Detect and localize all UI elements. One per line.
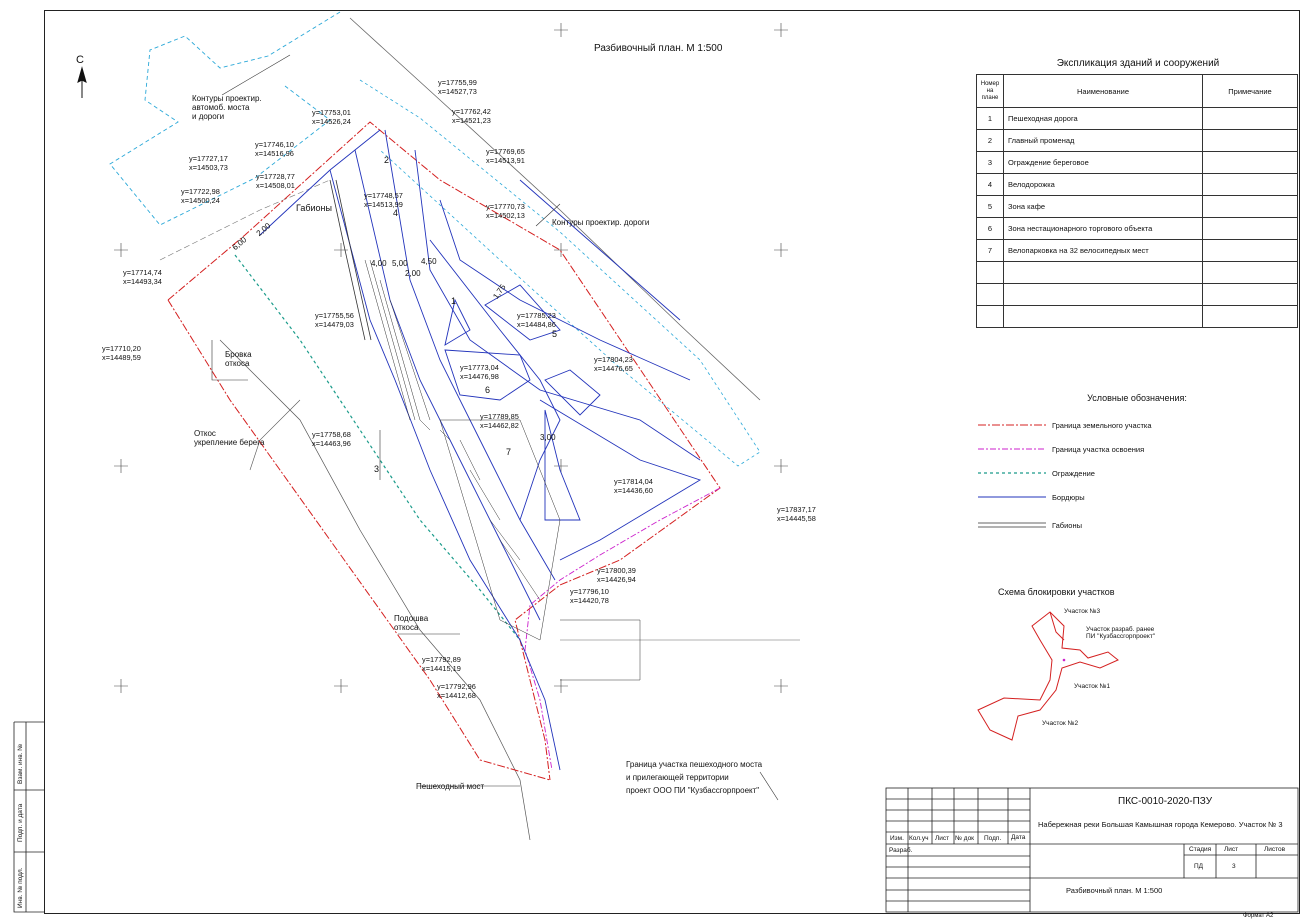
zone-number: 6 xyxy=(485,385,491,395)
legend-item: Граница земельного участка xyxy=(1052,421,1152,430)
header-note: Примечание xyxy=(1202,74,1298,108)
doc-code: ПКС-0010-2020-ПЗУ xyxy=(1118,796,1213,807)
label-footbridge-boundary: Граница участка пешеходного моста и прил… xyxy=(626,760,763,795)
zone-number: 2 xyxy=(384,155,390,165)
label-toe: Подошва откоса xyxy=(394,614,429,632)
sheet-frame xyxy=(44,10,1300,914)
dimension: 5,00 xyxy=(392,259,408,268)
label-footbridge: Пешеходный мост xyxy=(416,782,485,791)
dimension: 3,00 xyxy=(540,433,556,442)
scheme-label-plot1: Участок №1 xyxy=(1074,683,1111,690)
legend-title: Условные обозначения: xyxy=(1087,393,1187,403)
dimension: 2,00 xyxy=(405,269,421,278)
dimension: 4,00 xyxy=(371,259,387,268)
explication-table: Номер на плане Наименование Примечание 1… xyxy=(976,74,1298,328)
header-name: Наименование xyxy=(1003,74,1203,108)
sheet-title: Разбивочный план. М 1:500 xyxy=(1066,886,1163,895)
legend-item: Габионы xyxy=(1052,521,1082,530)
label-bridge-contours: Контуры проектир. автомоб. моста и дорог… xyxy=(192,94,262,121)
table-header: Номер на плане Наименование Примечание xyxy=(976,74,1298,108)
table-row-empty xyxy=(976,305,1298,328)
label-brow: Бровка откоса xyxy=(225,350,252,368)
project-name: Набережная реки Большая Камышная города … xyxy=(1038,820,1283,829)
format-label: Формат А2 xyxy=(1243,913,1274,919)
header-num: Номер на плане xyxy=(976,74,1004,108)
dimension: 4,50 xyxy=(421,257,437,266)
legend-item: Бордюры xyxy=(1052,493,1085,502)
grid-crosses xyxy=(114,23,788,693)
scheme-label-plot2: Участок №2 xyxy=(1042,720,1079,727)
label-slope: Откос укрепление берега xyxy=(194,429,265,447)
scheme-title: Схема блокировки участков xyxy=(998,587,1115,597)
zone-number: 7 xyxy=(506,447,512,457)
zone-number: 5 xyxy=(552,329,558,339)
explication-title: Экспликация зданий и сооружений xyxy=(1056,58,1220,69)
zone-number: 4 xyxy=(393,208,399,218)
plan-title: Разбивочный план. М 1:500 xyxy=(594,43,723,54)
label-gabions: Габионы xyxy=(296,203,332,213)
scheme-label-dev: Участок разраб. ранее xyxy=(1086,626,1155,633)
table-row-empty xyxy=(976,283,1298,306)
legend-item: Граница участка освоения xyxy=(1052,445,1145,454)
table-row-empty xyxy=(976,261,1298,284)
side-label-sign: Подп. и дата xyxy=(17,803,24,842)
label-road-contours: Контуры проектир. дороги xyxy=(552,218,650,227)
side-label-inv: Инв. № подл. xyxy=(17,867,24,909)
zone-number: 1 xyxy=(451,296,457,306)
scheme-label-dev2: ПИ "Кузбассгорпроект" xyxy=(1086,633,1156,640)
zone-number: 3 xyxy=(374,464,380,474)
side-label-replace: Взам. инв. № xyxy=(17,743,24,784)
north-label: С xyxy=(76,54,84,66)
scheme-label-plot3: Участок №3 xyxy=(1064,608,1101,615)
title-block: ПКС-0010-2020-ПЗУ Набережная реки Больша… xyxy=(889,796,1286,895)
legend-item: Ограждение xyxy=(1052,469,1095,478)
